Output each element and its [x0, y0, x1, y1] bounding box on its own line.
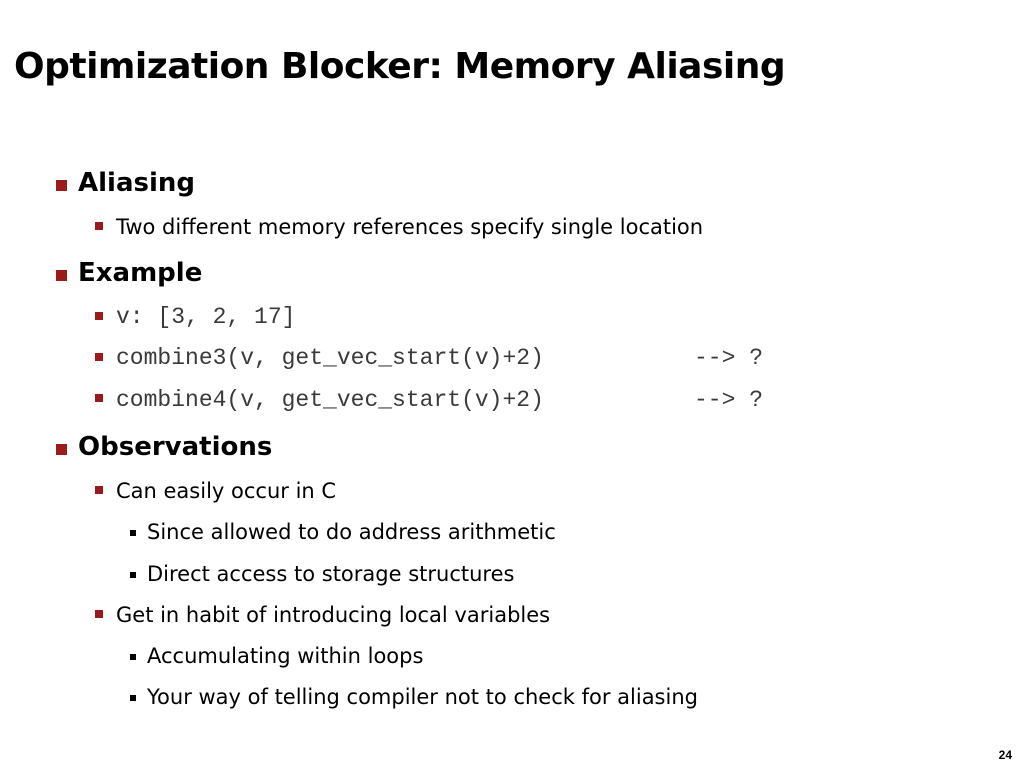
item-bullet-marker: [95, 312, 103, 320]
section-heading-example: Example: [78, 258, 203, 288]
observation-occur-in-c: Can easily occur in C: [116, 479, 337, 503]
item-bullet-marker: [95, 486, 103, 494]
subitem-bullet-marker: [130, 695, 136, 701]
page-number: 24: [998, 748, 1012, 762]
section-bullet-marker: [56, 444, 67, 455]
example-combine3-code: combine3(v, get_vec_start(v)+2): [116, 345, 544, 371]
aliasing-definition: Two different memory references specify …: [116, 215, 704, 239]
slide-title: Optimization Blocker: Memory Aliasing: [14, 46, 786, 87]
item-bullet-marker: [95, 394, 103, 402]
subitem-bullet-marker: [130, 654, 136, 660]
example-combine4-result: --> ?: [694, 387, 764, 413]
observation-telling-compiler: Your way of telling compiler not to chec…: [147, 685, 698, 709]
example-combine4-code: combine4(v, get_vec_start(v)+2): [116, 387, 544, 413]
section-bullet-marker: [56, 180, 67, 191]
item-bullet-marker: [95, 222, 103, 230]
subitem-bullet-marker: [130, 530, 136, 536]
observation-address-arithmetic: Since allowed to do address arithmetic: [147, 520, 556, 544]
section-bullet-marker: [56, 270, 67, 281]
section-heading-observations: Observations: [78, 432, 273, 462]
observation-accumulating: Accumulating within loops: [147, 644, 424, 668]
item-bullet-marker: [95, 353, 103, 361]
observation-direct-access: Direct access to storage structures: [147, 562, 515, 586]
subitem-bullet-marker: [130, 572, 136, 578]
observation-local-variables: Get in habit of introducing local variab…: [116, 603, 551, 627]
section-heading-aliasing: Aliasing: [78, 168, 195, 198]
item-bullet-marker: [95, 610, 103, 618]
example-vector-code: v: [3, 2, 17]: [116, 304, 296, 330]
example-combine3-result: --> ?: [694, 345, 764, 371]
